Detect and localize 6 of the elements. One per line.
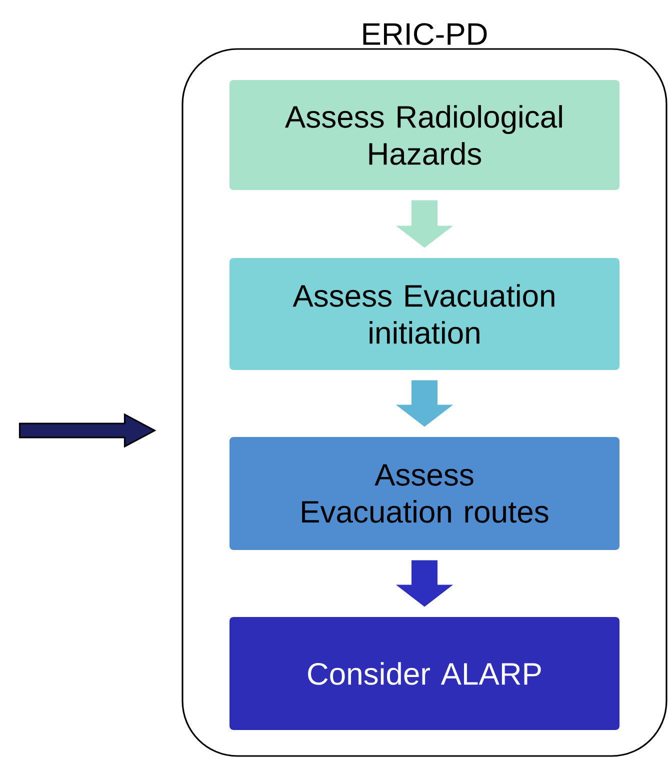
process-box: Assess Evacuation routes — [230, 437, 620, 550]
process-box: Assess Radiological Hazards — [230, 80, 620, 190]
process-box: Consider ALARP — [230, 617, 620, 730]
node-label: ERIC-PD — [363, 23, 487, 46]
arrow — [18, 413, 156, 448]
process-box: Assess Evacuation initiation — [230, 258, 620, 370]
